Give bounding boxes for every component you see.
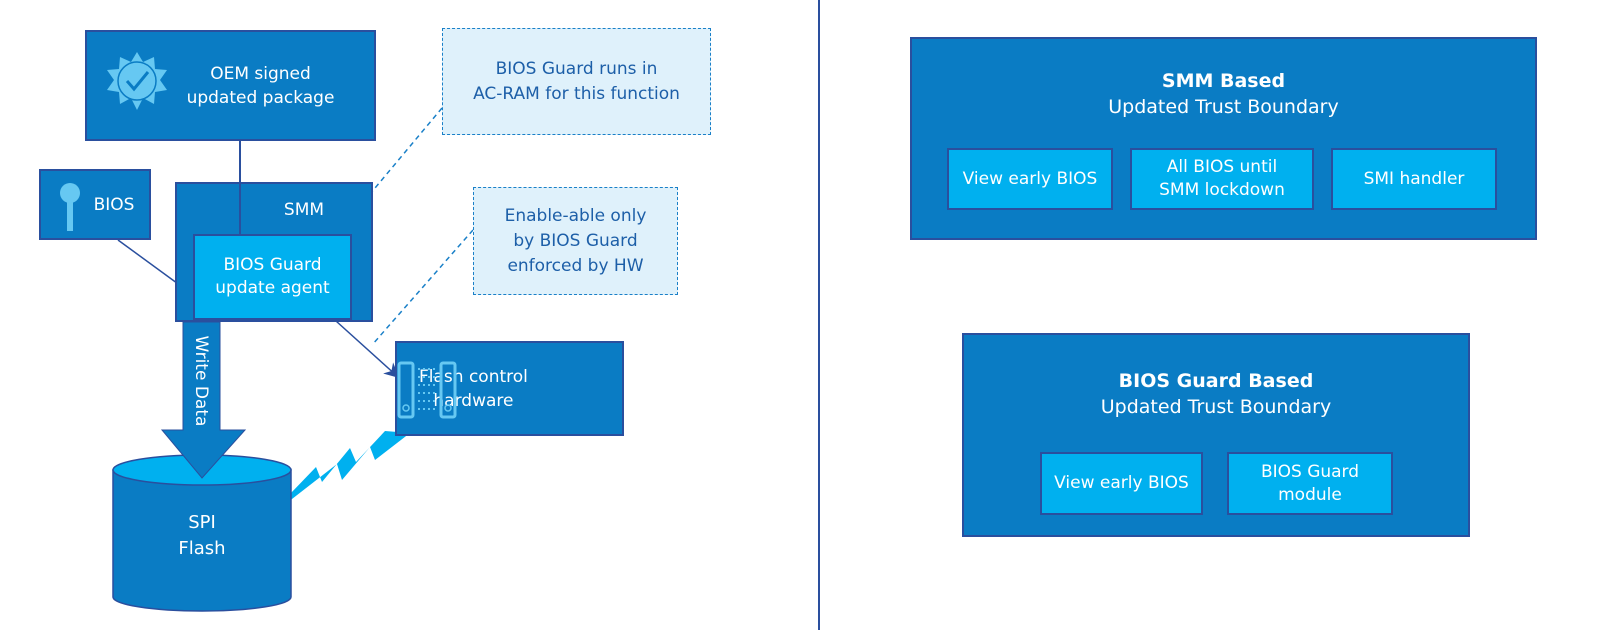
smm-item: View early BIOS xyxy=(947,148,1113,210)
smm-based-subtitle: Updated Trust Boundary xyxy=(1108,96,1339,118)
bios-guard-based-title: BIOS Guard Based xyxy=(1118,370,1314,392)
bios-guard-item: View early BIOS xyxy=(1040,452,1203,515)
agent-label: BIOS Guard update agent xyxy=(215,255,330,298)
lightning-bolt xyxy=(265,431,410,520)
flash-control-box: Flash control hardware xyxy=(395,341,624,436)
oem-package-box: OEM signed updated package xyxy=(85,30,376,141)
bios-guard-item: BIOS Guard module xyxy=(1227,452,1393,515)
callout-enable-text: Enable-able only by BIOS Guard enforced … xyxy=(504,205,647,276)
callout-enable: Enable-able only by BIOS Guard enforced … xyxy=(473,187,678,295)
smm-item: SMI handler xyxy=(1331,148,1497,210)
write-data-label: Write Data xyxy=(191,335,211,427)
certified-seal-icon xyxy=(107,52,167,110)
agent-to-flash-arrow xyxy=(325,311,400,379)
bios-label: BIOS xyxy=(93,194,135,215)
oem-package-label: OEM signed updated package xyxy=(186,63,335,108)
callout-leader-enable xyxy=(371,229,474,346)
write-data-arrow xyxy=(160,321,247,479)
oem-connector-line-inner xyxy=(239,182,241,234)
callout-acram: BIOS Guard runs in AC-RAM for this funct… xyxy=(442,28,711,135)
smm-based-panel: SMM Based Updated Trust Boundary View ea… xyxy=(910,37,1537,240)
callout-leader-acram xyxy=(364,107,443,201)
callout-acram-text: BIOS Guard runs in AC-RAM for this funct… xyxy=(473,58,680,104)
server-rack-icon xyxy=(397,361,457,419)
bios-guard-based-subtitle: Updated Trust Boundary xyxy=(1100,396,1332,418)
spi-flash-label: SPI Flash xyxy=(178,512,226,559)
key-icon xyxy=(60,183,80,231)
bios-guard-agent-box: BIOS Guard update agent xyxy=(193,234,352,320)
bios-guard-based-panel: BIOS Guard Based Updated Trust Boundary … xyxy=(962,333,1470,537)
bios-box: BIOS xyxy=(39,169,151,240)
smm-label: SMM xyxy=(283,200,325,220)
smm-based-title: SMM Based xyxy=(1161,70,1286,92)
smm-item: All BIOS until SMM lockdown xyxy=(1130,148,1314,210)
